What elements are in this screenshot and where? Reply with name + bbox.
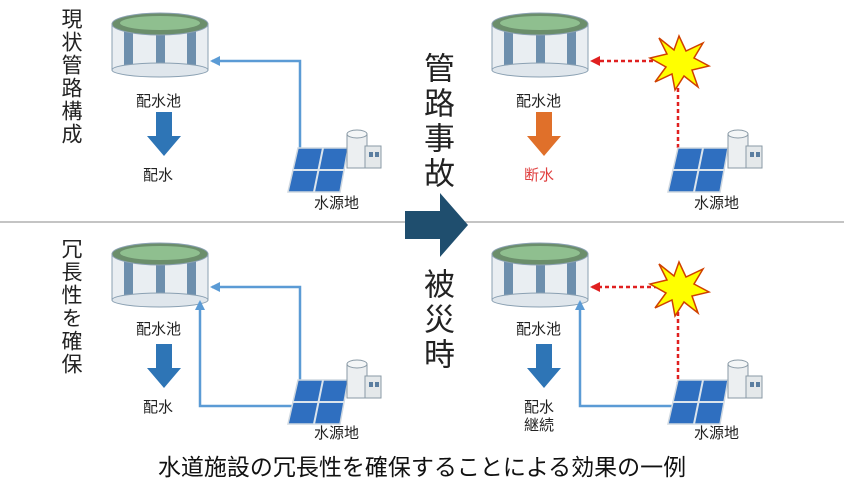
panel-current-accident (491, 12, 763, 193)
water-source-label: 水源地 (694, 424, 740, 442)
reservoir-tank-icon (491, 12, 589, 78)
down-arrow-icon (147, 344, 181, 388)
panel-current-normal (111, 12, 382, 193)
reservoir-tank-icon (111, 242, 209, 308)
water-source-label: 水源地 (694, 194, 740, 212)
label-redundant: 冗長性を確保 (59, 238, 83, 376)
reservoir-label: 配水池 (136, 92, 182, 110)
continued-label-line1: 配水 (524, 398, 555, 416)
pump-house-icon (346, 359, 382, 399)
explosion-icon (649, 261, 710, 317)
water-source-label: 水源地 (314, 424, 360, 442)
panel-redundant-disaster (491, 242, 763, 425)
solar-panel-icon (667, 147, 729, 193)
pump-house-icon (346, 129, 382, 169)
label-pipe-accident: 管路事故 (418, 52, 454, 192)
solar-panel-icon (287, 379, 349, 425)
reservoir-label: 配水池 (516, 320, 562, 338)
explosion-icon (649, 35, 710, 91)
panel-redundant-normal (111, 242, 382, 425)
distribution-label: 配水 (143, 398, 174, 416)
distribution-label: 配水 (143, 166, 174, 184)
big-right-arrow-icon (405, 193, 468, 257)
figure-caption: 水道施設の冗長性を確保することによる効果の一例 (157, 455, 687, 481)
reservoir-label: 配水池 (136, 320, 182, 338)
pump-house-icon (727, 359, 763, 399)
reservoir-label: 配水池 (516, 92, 562, 110)
down-arrow-icon (527, 112, 561, 156)
backup-pipe (575, 300, 678, 408)
pump-house-icon (727, 129, 763, 169)
label-current-config: 現状管路構成 (59, 8, 83, 146)
label-disaster: 被災時 (418, 268, 454, 373)
supply-pipe (210, 56, 302, 160)
solar-panel-icon (667, 379, 729, 425)
down-arrow-icon (147, 112, 181, 156)
reservoir-tank-icon (111, 12, 209, 78)
continued-label-line2: 継続 (524, 416, 555, 434)
supply-pipe-2 (195, 300, 300, 408)
down-arrow-icon (527, 344, 561, 388)
outage-label: 断水 (524, 166, 555, 184)
solar-panel-icon (287, 147, 349, 193)
supply-pipe-1 (210, 282, 302, 392)
reservoir-tank-icon (491, 242, 589, 308)
broken-pipe (590, 56, 680, 176)
water-source-label: 水源地 (314, 194, 360, 212)
